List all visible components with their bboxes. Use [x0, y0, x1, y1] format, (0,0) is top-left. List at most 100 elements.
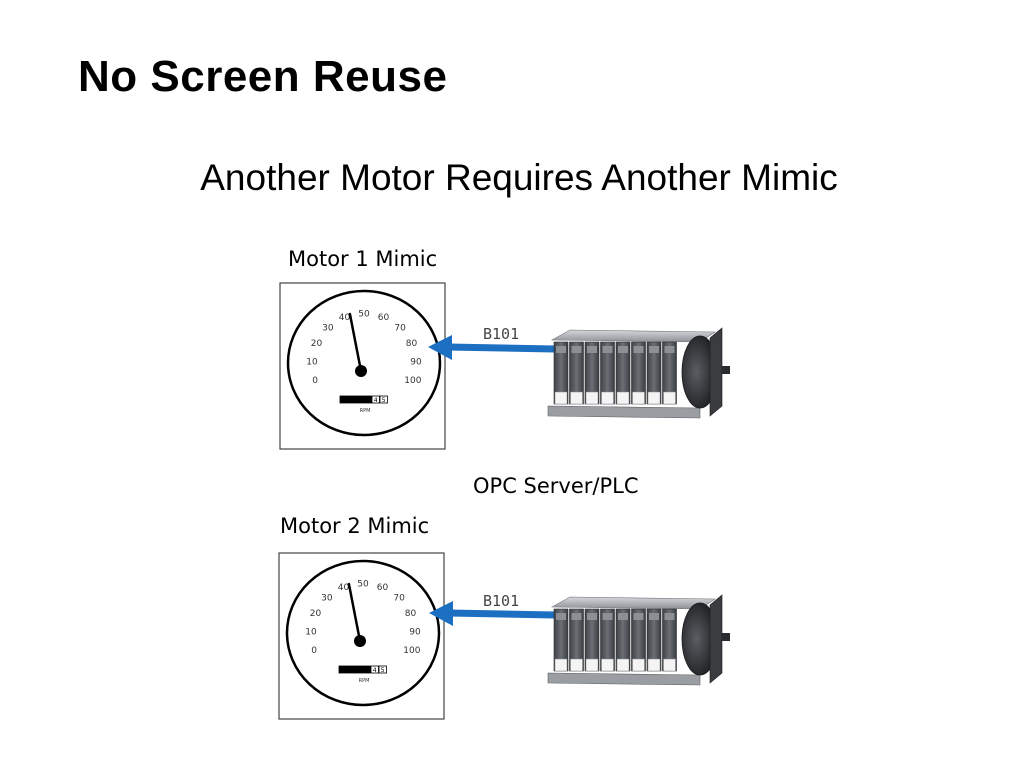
- motor2-mimic-label: Motor 2 Mimic: [280, 514, 430, 538]
- odometer-cell: [378, 665, 387, 674]
- odometer-cell: [354, 665, 363, 674]
- gauge-scale-label: 20: [311, 339, 323, 349]
- plc-module-latch: [602, 346, 613, 353]
- plc-module-label: [570, 658, 583, 672]
- gauge-dial: [285, 559, 441, 707]
- odometer-cell: [338, 665, 347, 674]
- arrow-left-icon: [428, 335, 555, 360]
- opc-server-label: OPC Server/PLC: [473, 474, 639, 498]
- plc-module-latch: [649, 613, 659, 620]
- odometer-cell: [379, 395, 388, 404]
- slide-subtitle: Another Motor Requires Another Mimic: [200, 157, 838, 198]
- gauge-unit: RPM: [360, 408, 371, 414]
- plc-module-latch: [571, 613, 582, 620]
- plc-module-label: [663, 391, 676, 405]
- plc-connector: [722, 633, 730, 641]
- plc-module-latch: [633, 613, 644, 620]
- gauge-scale-label: 100: [404, 376, 421, 386]
- plc-top: [550, 329, 716, 343]
- plc-module-label: [663, 658, 676, 672]
- gauge-scale-label: 60: [377, 583, 389, 593]
- gauge-hub: [355, 365, 367, 377]
- gauge-scale-label: 0: [311, 646, 317, 656]
- plc-module-latch: [664, 346, 675, 353]
- plc-connector: [722, 366, 730, 374]
- plc-module-label: [585, 391, 599, 405]
- gauge-scale-label: 100: [403, 646, 420, 656]
- plc-module-label: [632, 391, 645, 405]
- odometer-cell: [363, 395, 372, 404]
- gauge-scale-label: 20: [310, 609, 322, 619]
- plc-module-label: [616, 391, 630, 405]
- plc-endplate: [709, 594, 723, 684]
- gauge-scale-label: 30: [321, 593, 333, 603]
- plc-rail: [547, 672, 701, 686]
- odometer-digit: 4: [373, 667, 377, 674]
- plc-module-label: [632, 658, 645, 672]
- plc-rack-icon: [547, 594, 730, 686]
- plc-module-label: [601, 658, 614, 672]
- odometer-digit: 5: [382, 397, 386, 404]
- plc-module-label: [647, 658, 661, 672]
- gauge-unit: RPM: [359, 678, 370, 684]
- plc-rail: [547, 405, 701, 419]
- odometer-cell: [339, 395, 348, 404]
- plc-module-label: [570, 391, 583, 405]
- gauge-scale-label: 40: [339, 313, 351, 323]
- plc-module-latch: [556, 346, 566, 353]
- gauge-scale-label: 10: [306, 357, 318, 367]
- tag-label: B101: [483, 325, 519, 343]
- plc-module-latch: [633, 346, 644, 353]
- plc-module-label: [647, 391, 661, 405]
- gauge-scale-label: 90: [409, 627, 421, 637]
- slide-title: No Screen Reuse: [78, 52, 448, 101]
- plc-module-label: [601, 391, 614, 405]
- odometer-digit: 4: [374, 397, 378, 404]
- plc-module-label: [554, 391, 568, 405]
- plc-endplate: [709, 327, 723, 417]
- gauge-hub: [354, 635, 366, 647]
- gauge-needle: [348, 312, 363, 373]
- gauge-scale-label: 10: [305, 627, 317, 637]
- odometer-digit: 5: [381, 667, 385, 674]
- tag-label: B101: [483, 592, 519, 610]
- plc-module-label: [554, 658, 568, 672]
- gauge-scale-label: 40: [338, 583, 350, 593]
- plc-module-latch: [618, 613, 628, 620]
- odometer-cell: [355, 395, 364, 404]
- gauge-scale-label: 50: [358, 310, 370, 320]
- gauge-scale-label: 50: [357, 580, 369, 590]
- plc-top: [550, 596, 716, 610]
- gauge-scale-label: 90: [410, 357, 422, 367]
- gauge-scale-label: 30: [322, 323, 334, 333]
- gauge-scale-label: 70: [394, 323, 406, 333]
- plc-module-latch: [664, 613, 675, 620]
- plc-module-latch: [571, 346, 582, 353]
- plc-module-latch: [649, 346, 659, 353]
- gauge-dial: [286, 289, 442, 437]
- plc-module-latch: [587, 613, 597, 620]
- odometer-cell: [347, 395, 356, 404]
- odometer-cell: [371, 395, 380, 404]
- plc-module-label: [616, 658, 630, 672]
- plc-module-label: [585, 658, 599, 672]
- plc-module-latch: [618, 346, 628, 353]
- gauge-scale-label: 80: [406, 339, 418, 349]
- odometer-cell: [370, 665, 379, 674]
- motor1-mimic-label: Motor 1 Mimic: [288, 247, 438, 271]
- gauge-scale-label: 70: [393, 593, 405, 603]
- plc-module-latch: [602, 613, 613, 620]
- gauge-needle: [347, 582, 362, 643]
- arrow-left-icon: [429, 601, 556, 626]
- odometer-cell: [346, 665, 355, 674]
- gauge-scale-label: 80: [405, 609, 417, 619]
- plc-module-latch: [587, 346, 597, 353]
- gauge-scale-label: 0: [312, 376, 318, 386]
- plc-module-latch: [556, 613, 566, 620]
- odometer-cell: [362, 665, 371, 674]
- gauge-scale-label: 60: [378, 313, 390, 323]
- plc-rack-icon: [547, 327, 730, 419]
